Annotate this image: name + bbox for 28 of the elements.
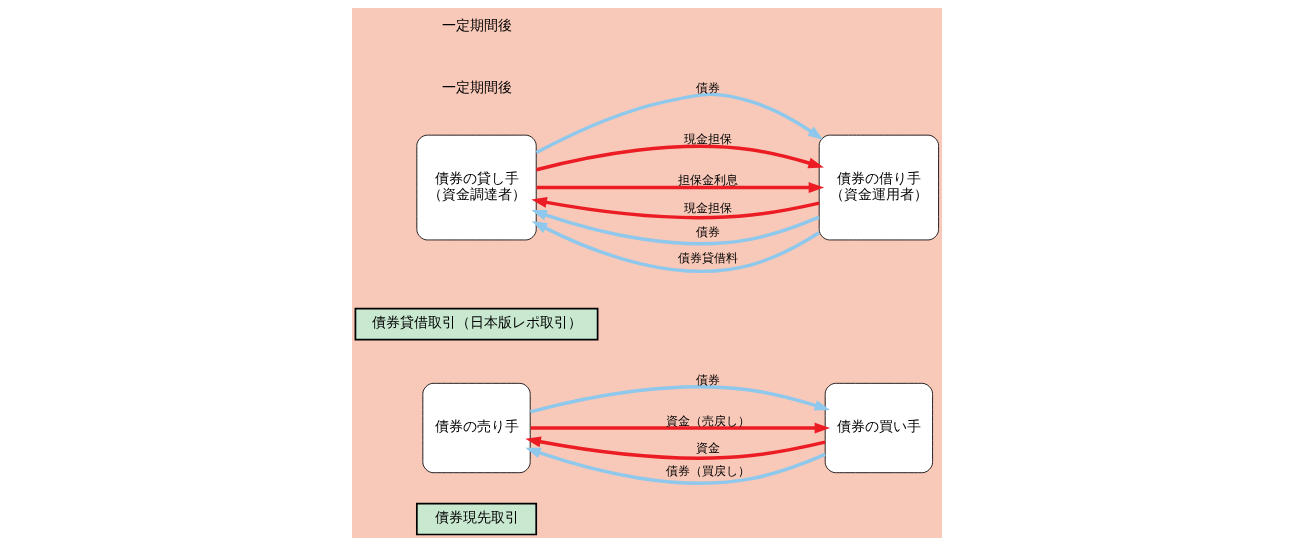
arrow	[530, 422, 830, 434]
arrow	[531, 221, 820, 273]
label: 一定期間後	[441, 17, 512, 34]
edge-label: 担保金利息	[677, 173, 738, 188]
edge-label: 債券	[695, 372, 720, 387]
node-box: 債券の貸し手 （資金調達者）	[415, 134, 537, 241]
arrow	[535, 92, 823, 155]
edge-label: 現金担保	[683, 200, 732, 215]
arrow	[529, 385, 830, 414]
arrow	[536, 182, 824, 193]
label: 一定期間後	[441, 79, 512, 96]
edge-label: 債券貸借料	[677, 250, 738, 265]
arrow	[530, 197, 820, 220]
node-box: 債券の借り手 （資金運用者）	[818, 134, 939, 241]
edge-label: 現金担保	[683, 132, 732, 147]
edge-label: 債券（買戻し）	[665, 464, 750, 479]
arrow	[524, 447, 826, 485]
node-box: 債券現先取引	[415, 502, 537, 536]
arrow	[524, 436, 825, 460]
arrow	[535, 144, 824, 172]
arrow	[530, 209, 820, 246]
edge-label: 資金（売戻し）	[665, 413, 750, 428]
node-box: 債券の買い手	[824, 382, 933, 474]
node-box: 債券貸借取引（日本版レポ取引）	[354, 307, 598, 341]
edge-label: 債券	[695, 80, 720, 95]
edge-label: 資金	[695, 441, 720, 456]
edge-label: 債券	[695, 224, 720, 239]
node-box: 債券の売り手	[421, 382, 531, 474]
